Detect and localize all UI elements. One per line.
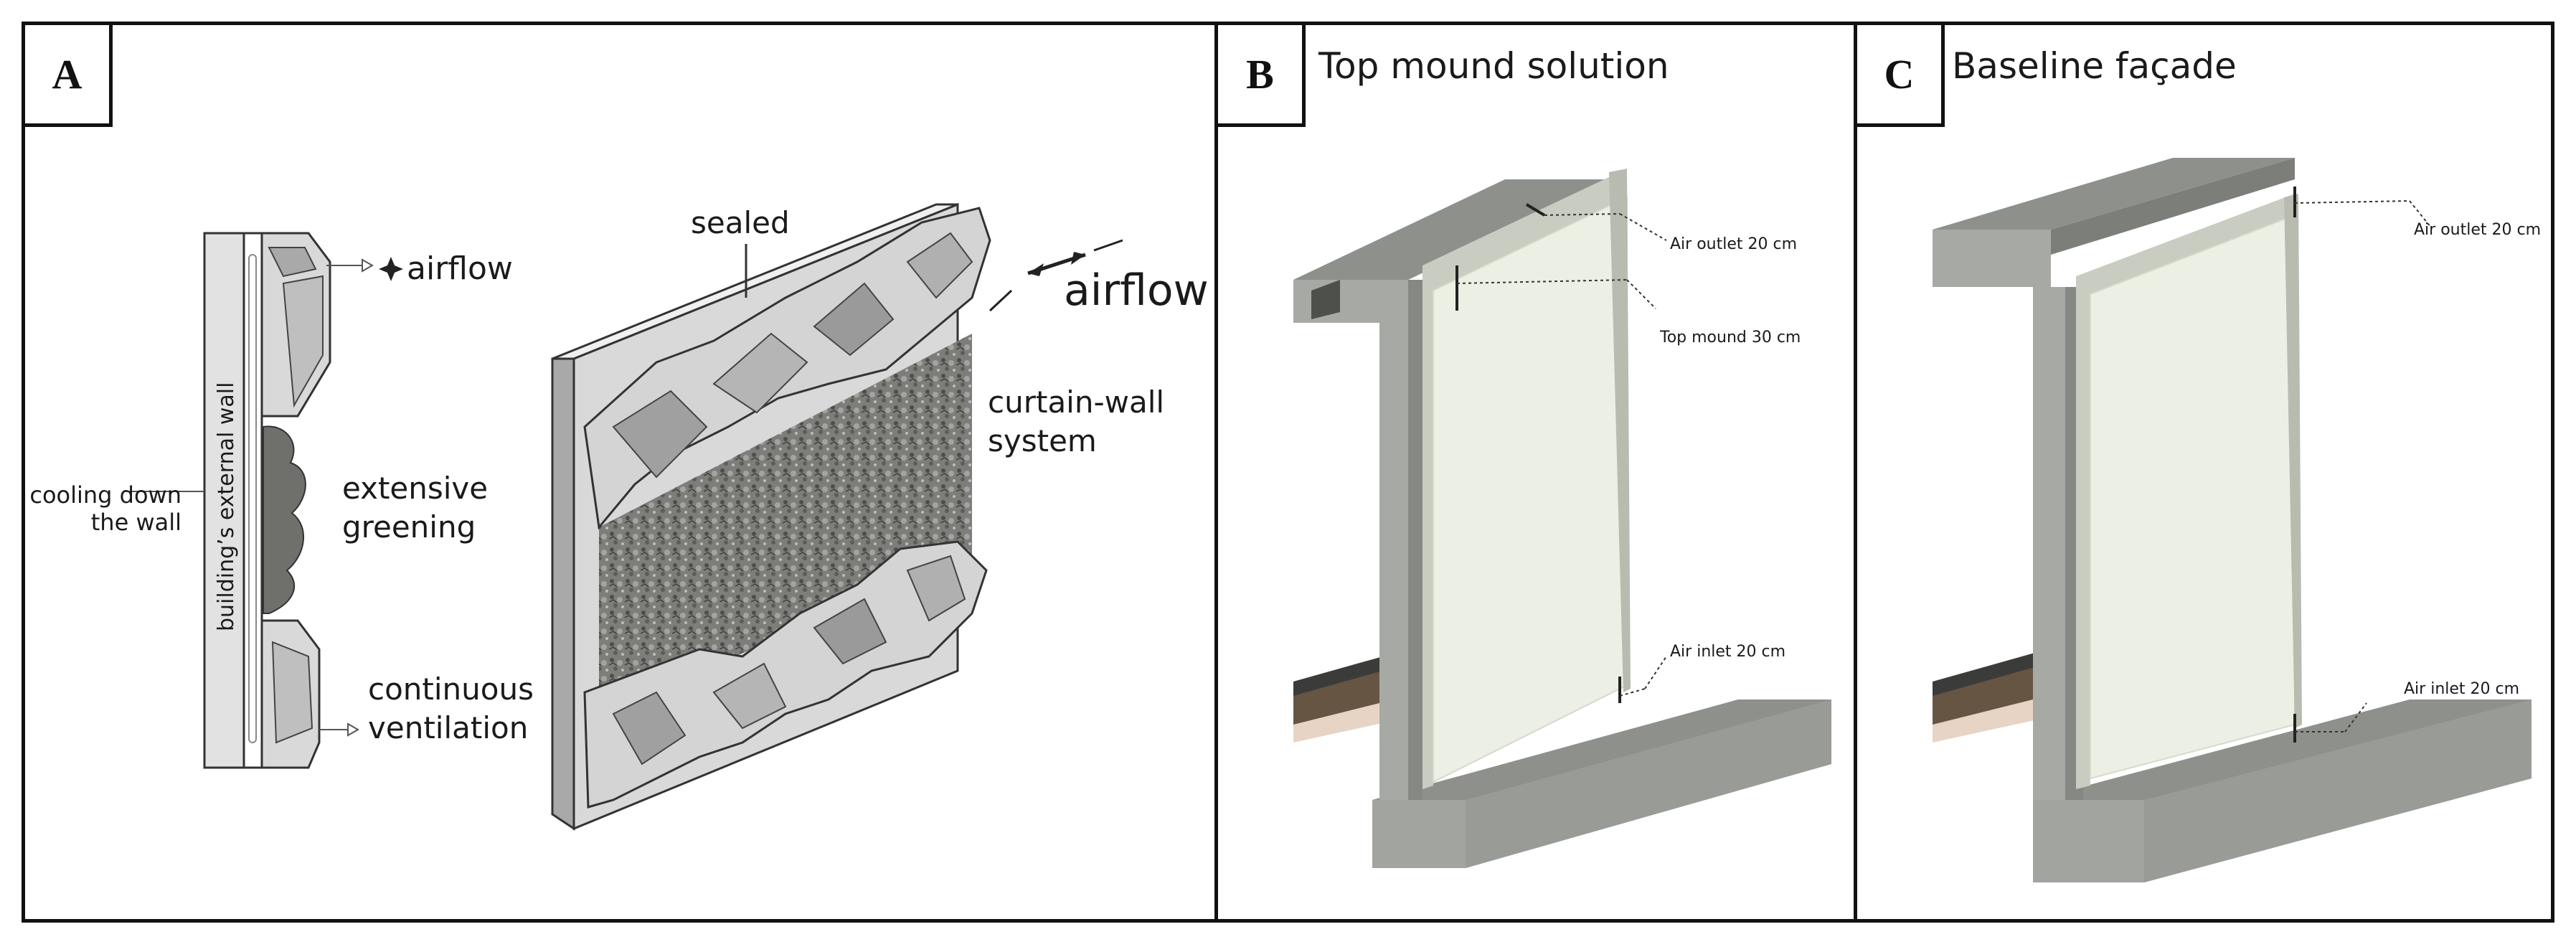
concrete-wall-c — [2033, 287, 2083, 800]
label-curtain-line1: curtain-wall — [988, 385, 1164, 420]
wall-side-edge — [551, 357, 575, 831]
label-extensive-line1: extensive — [342, 471, 488, 506]
lower-faceted-modules — [583, 540, 988, 809]
label-airflow-small: airflow — [407, 250, 513, 287]
wall-section-drawing — [126, 232, 403, 769]
panel-b-render: Air outlet 20 cm Top mound 30 cm Air inl… — [1293, 169, 1831, 868]
label-curtain-line2: system — [988, 423, 1097, 458]
label-cooling-line2: the wall — [91, 509, 181, 536]
label-continuous-line2: ventilation — [368, 710, 528, 745]
label-c-air-inlet: Air inlet 20 cm — [2404, 680, 2519, 698]
panel-c-render: Air outlet 20 cm Air inlet 20 cm — [1933, 158, 2541, 882]
airflow-small-marker — [379, 257, 403, 281]
air-gap — [242, 232, 263, 769]
panel-a-letter: A — [22, 22, 113, 127]
label-airflow-large: airflow — [1064, 265, 1209, 316]
external-wall-slab — [203, 232, 245, 769]
moss-fill — [599, 334, 972, 714]
label-continuous-line1: continuous — [368, 672, 534, 707]
panel-b-title: Top mound solution — [1318, 45, 1669, 87]
label-b-top-mound: Top mound 30 cm — [1659, 329, 1801, 347]
panel-c-face — [2090, 214, 2296, 780]
label-external-wall: building’s external wall — [214, 382, 239, 631]
label-extensive-line2: greening — [342, 509, 476, 545]
panel-a-diagram: airflow cooling down the wall building’s… — [29, 202, 1209, 831]
label-sealed: sealed — [691, 205, 790, 240]
label-cooling-line1: cooling down — [29, 481, 181, 509]
panel-b: B Top mound solution — [1214, 22, 1857, 923]
greenery-plants — [263, 425, 306, 614]
panel-c-letter: C — [1854, 22, 1945, 127]
panel-a: A — [22, 22, 1218, 923]
panel-c-title: Baseline façade — [1952, 45, 2237, 87]
panel-c: C Baseline façade — [1854, 22, 2554, 923]
top-slab-c — [1933, 158, 2295, 287]
panel-b-face — [1433, 196, 1628, 783]
curtain-wall-3d-drawing — [551, 202, 1123, 831]
label-b-air-outlet: Air outlet 20 cm — [1670, 235, 1797, 253]
facade-panel-b — [1423, 169, 1631, 789]
concrete-wall — [1379, 280, 1423, 800]
panel-b-letter: B — [1214, 22, 1306, 127]
label-b-air-inlet: Air inlet 20 cm — [1670, 643, 1785, 661]
dimension-markers-b — [1456, 203, 1667, 703]
dimension-markers-c — [2293, 187, 2432, 743]
label-c-air-outlet: Air outlet 20 cm — [2414, 221, 2541, 239]
facade-panel-c — [2076, 194, 2302, 789]
inner-ventilation-path — [248, 254, 257, 743]
bottom-slab-c — [1933, 649, 2532, 882]
